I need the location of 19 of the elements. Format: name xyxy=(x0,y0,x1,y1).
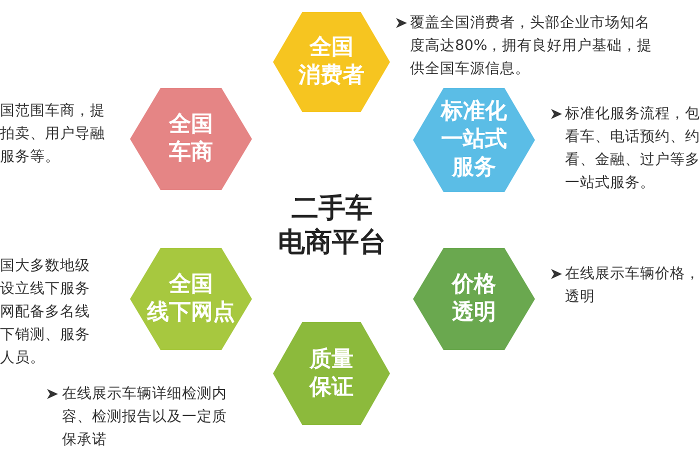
description-text: 覆盖全国消费者，头部企业市场知名度高达80%，拥有良好用户基础，提供全国车源信息。 xyxy=(410,14,654,79)
node-label: 全国线下网点 xyxy=(147,271,235,327)
description-text: 在线展示车辆价格，透明 xyxy=(565,265,700,307)
hexagon-node xyxy=(130,248,252,350)
center-title: 二手车电商平台 xyxy=(277,192,387,260)
hexagon-node xyxy=(130,88,252,190)
node-label: 标准化一站式服务 xyxy=(441,98,507,182)
node-label: 价格透明 xyxy=(452,271,496,327)
description-text: 国范围车商，提拍卖、用户导融服务等。 xyxy=(0,102,106,167)
hexagon-node xyxy=(273,12,390,112)
hexagon-node xyxy=(413,88,535,192)
node-label: 全国车商 xyxy=(169,111,213,167)
description-text: 国大多数地级设立线下服务网配备多名线下销测、服务人员。 xyxy=(0,257,91,368)
node-label: 质量保证 xyxy=(310,346,354,402)
description-text: 在线展示车辆详细检测内容、检测报告以及一定质保承诺 xyxy=(62,384,228,450)
hexagon-node xyxy=(413,248,535,350)
node-label: 全国消费者 xyxy=(298,34,364,90)
hexagon-node xyxy=(273,322,390,425)
description-text: 标准化服务流程，包看车、电话预约、约看、金融、过户等多一站式服务。 xyxy=(565,104,700,193)
